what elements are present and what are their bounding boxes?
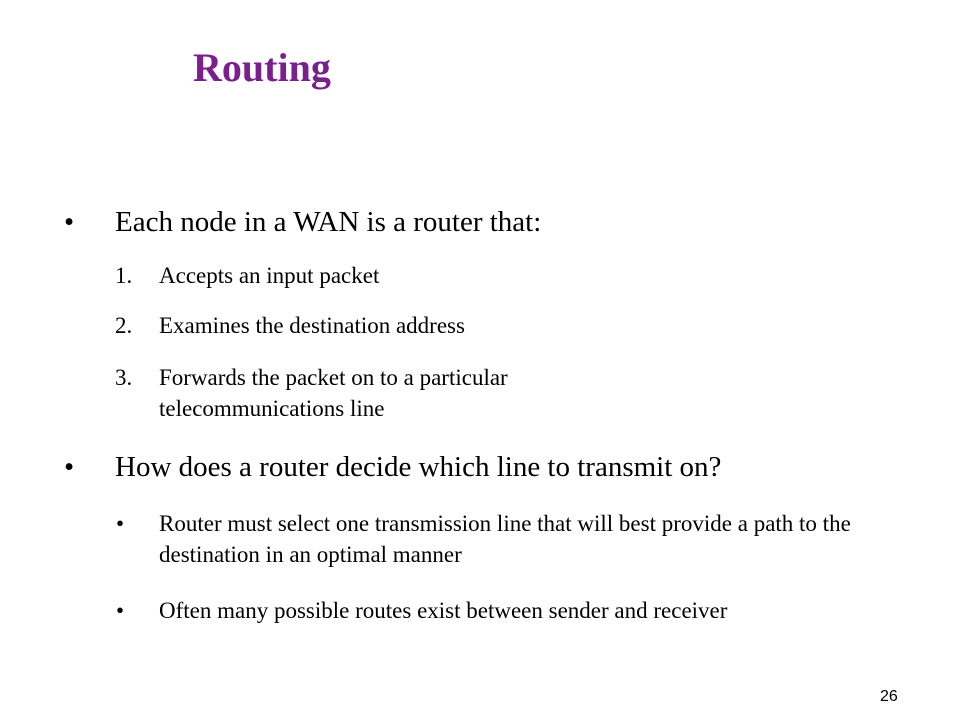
item-text: Examines the destination address <box>159 313 465 338</box>
bullet-point-text: Each node in a WAN is a router that: <box>115 206 542 238</box>
numbered-item-3: 3. Forwards the packet on to a particula… <box>115 362 669 424</box>
page-number: 26 <box>880 688 898 705</box>
sub-bullet-text: Router must select one transmission line… <box>159 511 851 567</box>
item-text: Forwards the packet on to a particular t… <box>159 365 508 421</box>
item-number: 2. <box>115 313 133 338</box>
item-number: 1. <box>115 263 133 288</box>
sub-bullet-icon: • <box>116 598 125 623</box>
bullet-point-router-decision: • How does a router decide which line to… <box>64 450 935 484</box>
item-number: 3. <box>115 365 133 390</box>
sub-bullet-text: Often many possible routes exist between… <box>159 598 728 623</box>
bullet-point-text: How does a router decide which line to t… <box>115 451 722 483</box>
sub-bullet-select-line: • Router must select one transmission li… <box>116 508 879 570</box>
sub-bullet-many-routes: • Often many possible routes exist betwe… <box>116 595 879 626</box>
bullet-point-router-node: • Each node in a WAN is a router that: <box>64 205 935 239</box>
item-text: Accepts an input packet <box>159 263 380 288</box>
numbered-item-2: 2. Examines the destination address <box>115 310 899 341</box>
sub-bullet-icon: • <box>116 511 125 536</box>
numbered-item-1: 1. Accepts an input packet <box>115 260 899 291</box>
bullet-icon: • <box>64 451 75 483</box>
slide-title: Routing <box>193 45 331 90</box>
bullet-icon: • <box>64 206 75 238</box>
